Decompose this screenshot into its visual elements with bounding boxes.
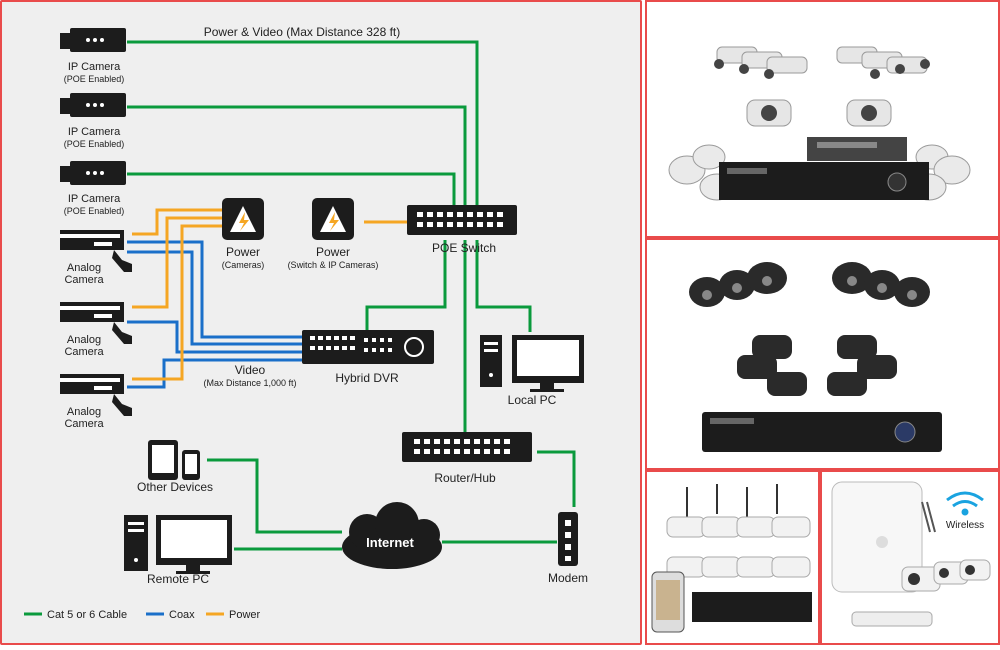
analog-camera-1-name2: Camera <box>64 274 104 286</box>
legend-cat-label: Cat 5 or 6 Cable <box>47 609 127 621</box>
wireless-system-image: Wireless <box>831 481 991 627</box>
ip-camera-3-name: IP Camera <box>68 193 121 205</box>
power-switch-label: Power <box>316 245 350 259</box>
local-pc-icon <box>480 335 584 392</box>
analog-camera-kit-image <box>689 262 942 452</box>
power-switch-icon <box>312 198 354 240</box>
hybrid-dvr-label: Hybrid DVR <box>335 371 399 385</box>
analog-camera-3-name2: Camera <box>64 418 104 430</box>
power-switch-sub: (Switch & IP Cameras) <box>288 260 379 270</box>
legend: Cat 5 or 6 Cable Coax Power <box>24 609 261 621</box>
analog-camera-3-icon <box>60 374 132 416</box>
internet-cloud-icon <box>342 502 442 569</box>
analog-camera-3-name: Analog <box>67 406 101 418</box>
remote-pc-label: Remote PC <box>147 572 209 586</box>
remote-pc-icon <box>124 515 232 574</box>
ip-camera-2-name: IP Camera <box>68 126 121 138</box>
poe-switch-label: POE Switch <box>432 241 496 255</box>
analog-camera-2-name: Analog <box>67 334 101 346</box>
diagram-canvas: IP Camera (POE Enabled) IP Camera (POE E… <box>24 25 588 621</box>
ip-camera-2-sub: (POE Enabled) <box>64 139 125 149</box>
other-devices-icon <box>148 440 200 480</box>
ip-camera-kit-panel <box>645 0 1000 238</box>
router-hub-icon <box>402 432 532 462</box>
analog-camera-1-name: Analog <box>67 262 101 274</box>
ip-camera-3-sub: (POE Enabled) <box>64 206 125 216</box>
modem-icon <box>558 512 578 566</box>
power-cameras-icon <box>222 198 264 240</box>
legend-power-label: Power <box>229 609 261 621</box>
hybrid-dvr-icon <box>302 330 434 364</box>
internet-label: Internet <box>366 535 414 550</box>
other-devices-label: Other Devices <box>137 480 213 494</box>
legend-coax-label: Coax <box>169 609 195 621</box>
ip-camera-1-icon <box>60 28 126 52</box>
ip-camera-2-icon <box>60 93 126 117</box>
power-cameras-sub: (Cameras) <box>222 260 265 270</box>
analog-camera-kit-panel <box>645 238 1000 470</box>
modem-label: Modem <box>548 571 588 585</box>
wifi-icon <box>946 491 984 516</box>
poe-switch-icon <box>407 205 517 235</box>
ip-camera-1-sub: (POE Enabled) <box>64 74 125 84</box>
ip-camera-3-icon <box>60 161 126 185</box>
analog-camera-2-icon <box>60 302 132 344</box>
wireless-kit-panel <box>645 470 820 645</box>
wireless-label: Wireless <box>946 520 984 531</box>
wireless-kit-image <box>651 484 812 633</box>
local-pc-label: Local PC <box>508 393 557 407</box>
wireless-system-panel: Wireless <box>820 470 1000 645</box>
ip-camera-1-name: IP Camera <box>68 61 121 73</box>
power-cameras-label: Power <box>226 245 260 259</box>
ip-camera-kit-image <box>668 46 971 201</box>
video-label-sub: (Max Distance 1,000 ft) <box>203 378 296 388</box>
network-diagram: IP Camera (POE Enabled) IP Camera (POE E… <box>0 0 642 645</box>
video-label: Video <box>235 363 266 377</box>
analog-camera-1-icon <box>60 230 132 272</box>
analog-camera-2-name2: Camera <box>64 346 104 358</box>
router-hub-label: Router/Hub <box>434 471 496 485</box>
top-cable-label: Power & Video (Max Distance 328 ft) <box>204 25 401 39</box>
